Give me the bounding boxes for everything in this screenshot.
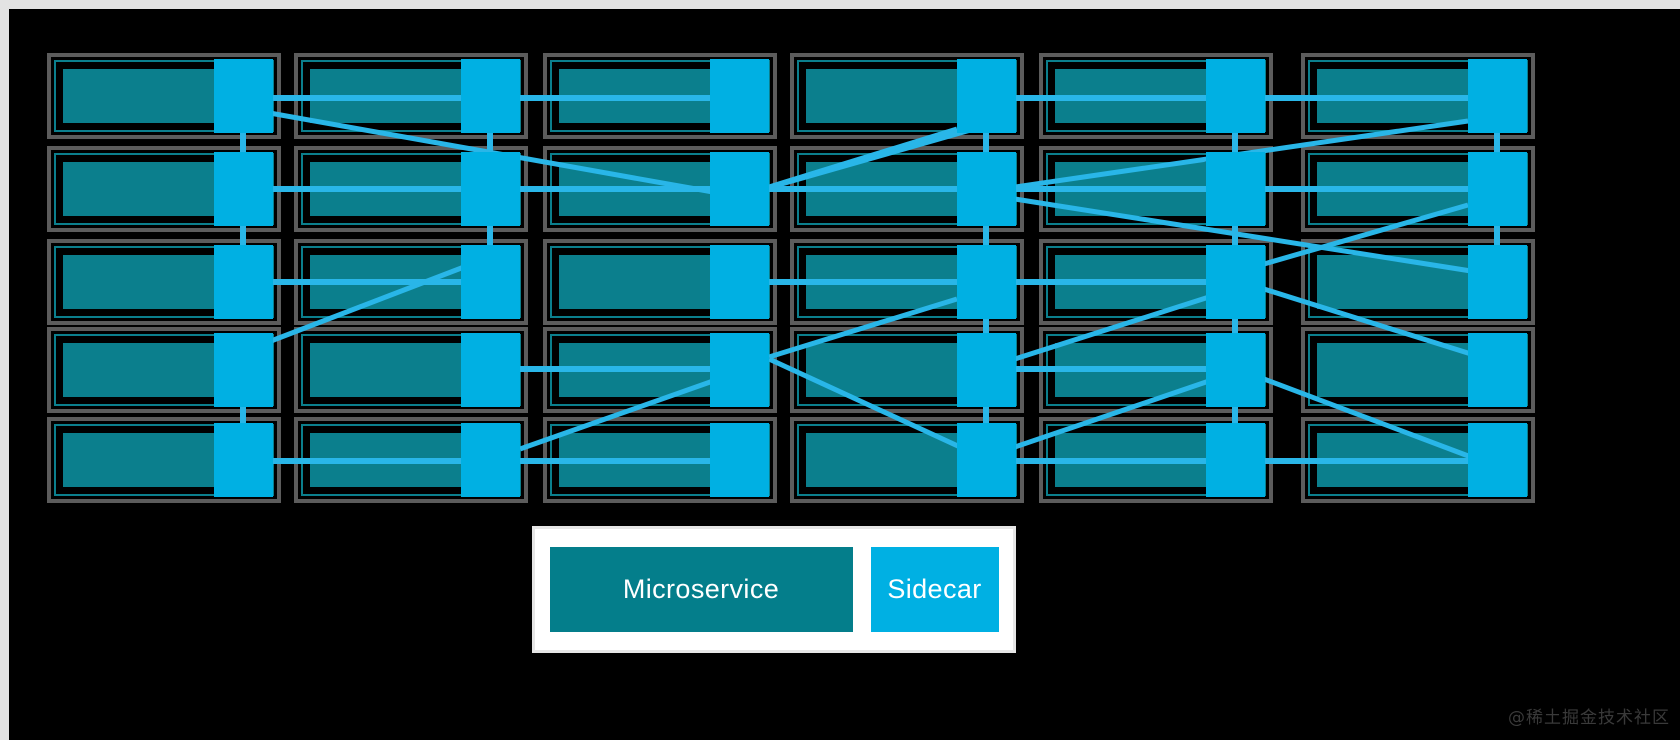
- sidecar-node[interactable]: [710, 333, 769, 407]
- legend-microservice-label: Microservice: [622, 574, 780, 604]
- legend-sidecar-swatch: Sidecar: [870, 547, 999, 632]
- legend-microservice-swatch: Microservice: [549, 547, 853, 632]
- sidecar-node[interactable]: [957, 423, 1016, 497]
- legend-panel: Microservice Sidecar: [532, 526, 1016, 653]
- watermark: @稀土掘金技术社区: [1508, 708, 1670, 728]
- sidecar-node[interactable]: [710, 423, 769, 497]
- sidecar-node[interactable]: [461, 152, 520, 226]
- sidecar-node[interactable]: [1468, 423, 1527, 497]
- sidecar-node[interactable]: [1206, 152, 1265, 226]
- sidecar-node[interactable]: [710, 152, 769, 226]
- sidecar-node[interactable]: [957, 245, 1016, 319]
- sidecar-node[interactable]: [214, 152, 273, 226]
- sidecar-node[interactable]: [461, 423, 520, 497]
- sidecar-node[interactable]: [461, 245, 520, 319]
- sidecar-node[interactable]: [461, 333, 520, 407]
- sidecar-node[interactable]: [1206, 59, 1265, 133]
- sidecar-node[interactable]: [1468, 152, 1527, 226]
- sidecar-node[interactable]: [710, 59, 769, 133]
- sidecar-node[interactable]: [1468, 333, 1527, 407]
- sidecar-node[interactable]: [214, 333, 273, 407]
- sidecar-node[interactable]: [1468, 59, 1527, 133]
- sidecar-node[interactable]: [957, 59, 1016, 133]
- sidecar-node[interactable]: [957, 152, 1016, 226]
- sidecar-node[interactable]: [1206, 423, 1265, 497]
- sidecar-node[interactable]: [214, 245, 273, 319]
- sidecar-node[interactable]: [1468, 245, 1527, 319]
- sidecar-node[interactable]: [461, 59, 520, 133]
- sidecar-node[interactable]: [1206, 333, 1265, 407]
- sidecar-node[interactable]: [1206, 245, 1265, 319]
- sidecar-node[interactable]: [214, 423, 273, 497]
- sidecar-node[interactable]: [710, 245, 769, 319]
- sidecar-node[interactable]: [957, 333, 1016, 407]
- sidecar-node[interactable]: [214, 59, 273, 133]
- legend-sidecar-label: Sidecar: [887, 574, 982, 604]
